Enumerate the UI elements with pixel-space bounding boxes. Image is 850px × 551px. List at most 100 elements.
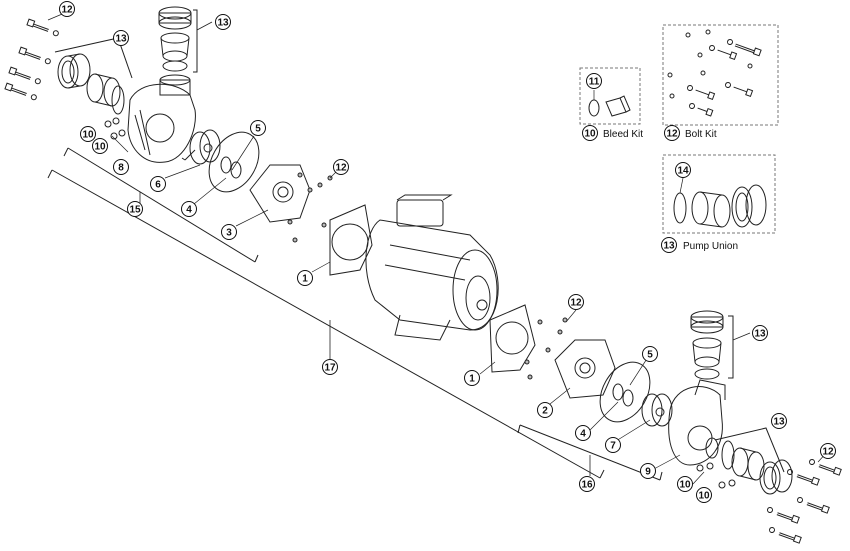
svg-text:17: 17 [324, 363, 336, 374]
callout-13-right: 13 [752, 325, 768, 341]
callout-12-bottom-right: 12 [820, 443, 836, 459]
svg-text:12: 12 [335, 163, 347, 174]
kit-callout-11: 11 [586, 73, 602, 89]
callout-15: 15 [127, 201, 143, 217]
svg-text:12: 12 [822, 447, 834, 458]
bleed-kit-parts [588, 95, 631, 117]
drain-plugs-left [104, 117, 126, 140]
callout-13-top: 13 [215, 14, 231, 30]
callout-1-right: 1 [464, 370, 480, 386]
svg-text:12: 12 [666, 129, 678, 140]
svg-text:9: 9 [645, 467, 651, 478]
bracket-13-top [193, 9, 213, 73]
bracket-13-bottom-right [714, 427, 785, 473]
drain-plugs-right [696, 462, 736, 489]
svg-text:1: 1 [469, 374, 475, 385]
seal-right [599, 361, 651, 423]
bracket-15 [63, 147, 259, 263]
pump-housing-left [127, 74, 196, 163]
svg-text:13: 13 [773, 417, 785, 428]
bracket-16 [517, 424, 663, 481]
svg-text:12: 12 [61, 5, 73, 16]
callout-12-top-left: 12 [59, 1, 75, 17]
svg-text:4: 4 [186, 205, 192, 216]
svg-text:2: 2 [542, 406, 548, 417]
svg-text:5: 5 [255, 124, 261, 135]
impeller-left [181, 129, 221, 165]
svg-text:16: 16 [581, 480, 593, 491]
kit-callout-14: 14 [675, 162, 691, 178]
pump-union-box [662, 154, 776, 234]
callout-4-left: 4 [181, 201, 197, 217]
mounting-plate-right [489, 304, 536, 373]
bolt-kit-box [662, 24, 779, 126]
nuts-right [524, 317, 568, 380]
svg-text:13: 13 [115, 34, 127, 45]
kit-callout-13: 13 [661, 237, 677, 253]
callout-10-c: 10 [677, 476, 693, 492]
svg-text:3: 3 [226, 228, 232, 239]
pump-housing-right [668, 379, 726, 466]
svg-text:6: 6 [155, 180, 161, 191]
nuts-left [287, 172, 333, 243]
svg-text:10: 10 [679, 480, 691, 491]
bolt-kit-parts [667, 29, 762, 117]
svg-text:11: 11 [589, 77, 600, 88]
bracket-17 [47, 169, 605, 479]
union-top [158, 6, 192, 72]
callout-10-a: 10 [80, 126, 96, 142]
callout-5-left: 5 [250, 120, 266, 136]
kit-callout-12: 12 [664, 125, 680, 141]
union-right [721, 440, 793, 495]
bolt-kit-label: Bolt Kit [685, 129, 717, 140]
seal-plate-right [554, 339, 616, 399]
union-right-top [690, 310, 724, 380]
callouts: 12 13 13 10 10 8 6 15 4 5 3 12 1 17 12 1… [59, 1, 836, 503]
union-left [57, 53, 125, 115]
svg-text:15: 15 [129, 205, 141, 216]
impeller-right [641, 393, 673, 427]
svg-text:1: 1 [302, 274, 308, 285]
callout-9: 9 [640, 463, 656, 479]
callout-2: 2 [537, 402, 553, 418]
svg-text:13: 13 [754, 329, 766, 340]
callout-10-d: 10 [696, 487, 712, 503]
bolts-bottom-right [767, 459, 842, 544]
svg-text:10: 10 [82, 130, 94, 141]
callout-6: 6 [150, 176, 166, 192]
callout-1-left: 1 [297, 270, 313, 286]
callout-8: 8 [113, 159, 129, 175]
svg-text:7: 7 [610, 441, 616, 452]
callout-7: 7 [605, 437, 621, 453]
pump-union-parts [673, 184, 767, 228]
callout-17: 17 [322, 359, 338, 375]
svg-text:5: 5 [647, 350, 653, 361]
callout-13-left: 13 [113, 30, 129, 46]
seal-left [208, 131, 260, 193]
svg-text:10: 10 [584, 129, 596, 140]
callout-12-right: 12 [568, 294, 584, 310]
callout-16: 16 [579, 476, 595, 492]
svg-text:10: 10 [94, 142, 106, 153]
pump-union-label: Pump Union [683, 241, 738, 252]
kit-callout-10: 10 [582, 125, 598, 141]
svg-text:8: 8 [118, 163, 124, 174]
callout-10-b: 10 [92, 138, 108, 154]
callout-4-right: 4 [575, 425, 591, 441]
callout-3: 3 [221, 224, 237, 240]
bracket-13-right [728, 315, 751, 379]
bolts-top-left [4, 18, 59, 101]
svg-text:12: 12 [570, 298, 582, 309]
callout-12-mid: 12 [333, 159, 349, 175]
bleed-kit-label: Bleed Kit [603, 129, 643, 140]
bleed-kit-box [579, 67, 641, 125]
motor [365, 194, 499, 341]
svg-text:10: 10 [698, 491, 710, 502]
callout-13-bottom-right: 13 [771, 413, 787, 429]
leader-lines [47, 11, 829, 485]
svg-text:14: 14 [677, 166, 689, 177]
svg-text:13: 13 [217, 18, 229, 29]
svg-text:4: 4 [580, 429, 586, 440]
svg-text:13: 13 [663, 241, 675, 252]
